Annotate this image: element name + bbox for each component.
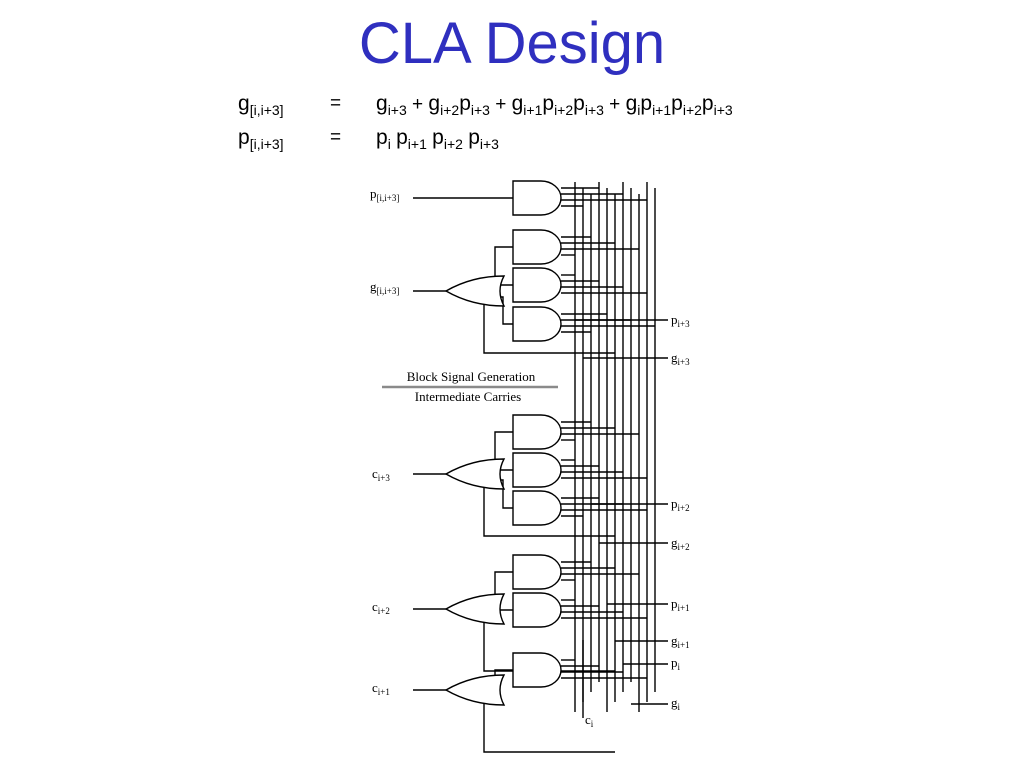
and-gate bbox=[512, 229, 562, 265]
and-gate bbox=[512, 180, 562, 216]
or-gate bbox=[444, 275, 506, 307]
equation-term: pi+1 bbox=[396, 126, 427, 152]
equation-term: pi+2 bbox=[432, 126, 463, 152]
and-gate bbox=[512, 592, 562, 628]
equation-term: gi+3 bbox=[376, 92, 407, 118]
equation-term: pi+3 bbox=[701, 92, 733, 118]
equation-operator: + bbox=[406, 94, 429, 115]
equation-term: gi+1 bbox=[511, 92, 543, 118]
g-direct-wire bbox=[483, 699, 615, 753]
equation-term: gi+2 bbox=[428, 92, 460, 118]
equation-operator: + bbox=[603, 94, 626, 115]
and-gate bbox=[512, 306, 562, 342]
and-gate bbox=[512, 490, 562, 526]
equation-1-lhs: g[i,i+3] bbox=[238, 92, 284, 117]
and-gate bbox=[512, 554, 562, 590]
and-gate bbox=[512, 267, 562, 303]
or-gate bbox=[444, 674, 506, 706]
equation-term: pi+2 bbox=[542, 92, 574, 118]
equation-term: p[i,i+3] bbox=[238, 126, 284, 152]
label-p-i2: pi+2 bbox=[671, 496, 690, 513]
label-g-block: g[i,i+3] bbox=[370, 279, 399, 296]
equation-operator: + bbox=[489, 94, 512, 115]
or-gate bbox=[444, 593, 506, 625]
equation-term: pi+3 bbox=[468, 126, 499, 152]
label-c-i1: ci+1 bbox=[372, 680, 390, 697]
label-g-i: gi bbox=[671, 695, 681, 712]
section-label-block-signal: Block Signal Generation bbox=[407, 369, 536, 384]
equation-term: pi bbox=[376, 126, 391, 152]
and-gate bbox=[512, 452, 562, 488]
equation-1-rhs: gi+3 + gi+2pi+3 + gi+1pi+2pi+3 + gipi+1p… bbox=[376, 92, 733, 117]
equation-2-lhs: p[i,i+3] bbox=[238, 126, 284, 151]
label-g-i3: gi+3 bbox=[671, 350, 690, 367]
or-gate bbox=[444, 458, 506, 490]
equation-2-rhs: pi pi+1 pi+2 pi+3 bbox=[376, 126, 499, 151]
wires bbox=[413, 182, 668, 753]
label-c-i: ci bbox=[585, 712, 594, 729]
label-p-block: p[i,i+3] bbox=[370, 186, 399, 203]
logic-gates bbox=[444, 180, 562, 706]
signal-labels: p[i,i+3] g[i,i+3] ci+3 ci+2 ci+1 pi+3 gi+3 pi+2… bbox=[370, 186, 690, 729]
slide-title: CLA Design bbox=[358, 11, 666, 76]
label-c-i2: ci+2 bbox=[372, 599, 390, 616]
equation-term: pi+1 bbox=[640, 92, 672, 118]
equation-term: pi+3 bbox=[459, 92, 490, 118]
and-gate bbox=[512, 414, 562, 450]
equation-2-equals: = bbox=[330, 127, 342, 148]
label-g-i2: gi+2 bbox=[671, 535, 690, 552]
label-p-i: pi bbox=[671, 655, 681, 672]
equation-term: pi+2 bbox=[671, 92, 702, 118]
and-gate bbox=[512, 652, 562, 688]
label-p-i3: pi+3 bbox=[671, 312, 690, 329]
equation-term: pi+3 bbox=[573, 92, 604, 118]
equation-term: gi bbox=[625, 92, 641, 118]
equation-term: g[i,i+3] bbox=[238, 92, 284, 118]
section-label-intermediate-carries: Intermediate Carries bbox=[415, 389, 521, 404]
label-p-i1: pi+1 bbox=[671, 596, 690, 613]
label-c-i3: ci+3 bbox=[372, 466, 390, 483]
equation-1-equals: = bbox=[330, 93, 342, 114]
label-g-i1: gi+1 bbox=[671, 633, 690, 650]
